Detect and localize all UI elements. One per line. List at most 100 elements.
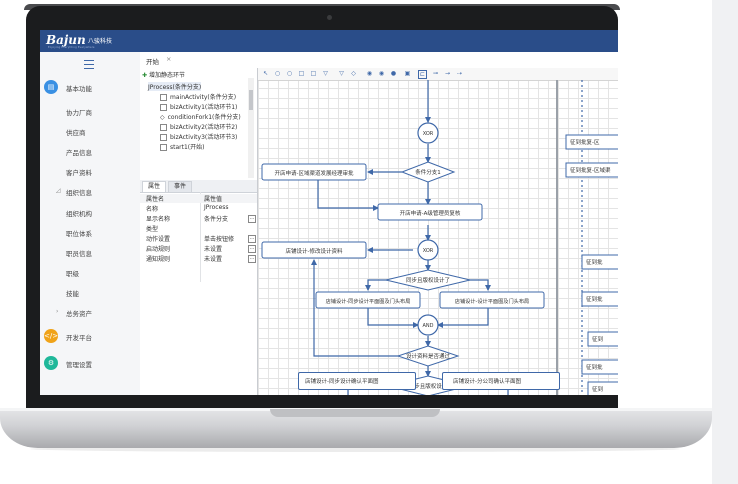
- flow-decision-condition1[interactable]: 条件分支1: [400, 161, 456, 183]
- tree-item[interactable]: bizActivity3(活动环节3): [160, 132, 237, 141]
- link-icon[interactable]: ⊸: [432, 70, 439, 77]
- tree-item[interactable]: bizActivity1(活动环节1): [160, 102, 237, 111]
- and-gateway[interactable]: AND: [417, 314, 439, 336]
- add-icon[interactable]: ✚: [142, 72, 148, 79]
- circle-icon[interactable]: ○: [286, 70, 293, 77]
- properties-header: 属性名 属性值: [140, 194, 257, 203]
- tree-item[interactable]: bizActivity2(活动环节2): [160, 122, 237, 131]
- table-row[interactable]: 启动规则 未设置 …: [140, 244, 257, 253]
- sidebar-item-rank[interactable]: 职级: [40, 265, 140, 281]
- property-value[interactable]: JProcess: [204, 204, 229, 211]
- property-value[interactable]: 条件分支: [204, 216, 229, 223]
- target-icon[interactable]: ◉: [378, 70, 385, 77]
- sidebar-item-organization[interactable]: ◿ 组织信息: [40, 184, 140, 200]
- app-logo-tagline: Enjoying Everything Everywhere: [48, 46, 95, 49]
- tree-item[interactable]: ◇conditionFork1(条件分支): [160, 112, 241, 121]
- xor-gateway[interactable]: XOR: [417, 122, 439, 144]
- flow-node-design-floor[interactable]: 店铺设计-设计平面图及门头布局: [439, 291, 545, 309]
- table-row[interactable]: 类型: [140, 224, 257, 233]
- triangle-down-icon[interactable]: ▽: [339, 70, 344, 77]
- arrow-icon[interactable]: →: [444, 70, 451, 77]
- right-node[interactable]: 征到: [587, 331, 618, 347]
- right-node[interactable]: 征到批复-区: [565, 134, 618, 150]
- scrollbar-thumb[interactable]: [249, 90, 253, 110]
- dot-icon[interactable]: ●: [390, 70, 397, 77]
- sidebar-item-skill[interactable]: 技能: [40, 285, 140, 301]
- flow-node-sync-floor[interactable]: 店铺设计-同步设计平面图及门头布局: [315, 291, 421, 309]
- tree-item-label: bizActivity2(活动环节2): [170, 124, 238, 131]
- right-node[interactable]: 征到批复-区域渠: [565, 162, 618, 178]
- triangle-down-icon[interactable]: ▽: [323, 70, 328, 77]
- sidebar-item-basic[interactable]: ▤ 基本功能: [40, 80, 140, 96]
- app-logo[interactable]: Bajun: [46, 33, 86, 47]
- flow-node-sync-confirm-plan[interactable]: 店铺设计-同步设计确认平面图: [298, 372, 416, 390]
- ellipsis-icon[interactable]: …: [248, 235, 256, 243]
- tree-item[interactable]: mainActivity(条件分支): [160, 92, 236, 101]
- pointer-icon[interactable]: ↖: [262, 70, 269, 77]
- flow-decision-sync-check[interactable]: 同步且版权设计了: [385, 269, 471, 291]
- tab-bar: 开始 ×: [140, 52, 618, 69]
- table-row[interactable]: 动作设置 单击按钮修 …: [140, 234, 257, 243]
- square-icon[interactable]: □: [310, 70, 317, 77]
- right-node[interactable]: 征到批: [581, 359, 618, 375]
- sidebar-item-customer[interactable]: 客户资料: [40, 164, 140, 180]
- square-icon[interactable]: □: [298, 70, 305, 77]
- ellipsis-icon[interactable]: …: [248, 255, 256, 263]
- flow-node-apply-review[interactable]: 开店申请-区域渠道发展经理审批: [261, 163, 367, 181]
- sidebar-item-product[interactable]: 产品信息: [40, 144, 140, 160]
- right-node[interactable]: 征到批: [581, 291, 618, 307]
- tab-events[interactable]: 事件: [168, 181, 193, 193]
- flow-node-label: 设计资料是否通过: [406, 352, 451, 360]
- property-key: 类型: [146, 226, 159, 233]
- xor-gateway[interactable]: XOR: [417, 239, 439, 261]
- flow-node-manager-approve[interactable]: 开店申请-A级管理员复核: [377, 203, 483, 221]
- app-logo-cn: 八骏科技: [88, 38, 113, 45]
- canvas-splitter[interactable]: [556, 80, 558, 395]
- flow-decision-design-review[interactable]: 设计资料是否通过: [396, 345, 460, 367]
- flow-node-submit-design[interactable]: 店铺设计-修改设计资料: [261, 241, 367, 259]
- target-icon[interactable]: ◉: [366, 70, 373, 77]
- tree-item[interactable]: start1(开始): [160, 142, 204, 151]
- gateway-label: AND: [422, 323, 433, 329]
- diamond-icon[interactable]: ◇: [351, 70, 356, 77]
- sidebar-item-position[interactable]: 职位体系: [40, 225, 140, 241]
- sidebar-item-staff[interactable]: 职员信息: [40, 245, 140, 261]
- close-icon[interactable]: ×: [166, 55, 172, 63]
- right-node[interactable]: 征到批: [581, 254, 618, 270]
- table-row[interactable]: 名称 JProcess: [140, 204, 257, 213]
- save-icon[interactable]: ▣: [404, 70, 411, 77]
- property-value[interactable]: 未设置: [204, 246, 223, 253]
- table-row[interactable]: 显示名称 条件分支 …: [140, 214, 257, 223]
- sidebar-item-supplier[interactable]: 供应商: [40, 124, 140, 140]
- sidebar-item-label: 基本功能: [66, 85, 92, 93]
- flow-node-branch-confirm-plan[interactable]: 店铺设计-分公司确认平面图: [442, 372, 560, 390]
- ellipsis-icon[interactable]: …: [248, 245, 256, 253]
- sidebar-item-org-structure[interactable]: 组织机构: [40, 205, 140, 221]
- flow-canvas[interactable]: ↖ ○ ○ □ □ ▽ ▽ ◇ ◉ ◉ ● ▣ ⊏ ⊸ → ⇢: [258, 68, 618, 395]
- laptop-notch: [270, 409, 440, 417]
- property-key: 启动规则: [146, 246, 171, 253]
- property-value[interactable]: 未设置: [204, 256, 223, 263]
- flow-node-label: 开店申请-A级管理员复核: [400, 209, 461, 217]
- hamburger-icon[interactable]: [84, 60, 94, 69]
- sidebar-item-assets[interactable]: › 总务资产: [40, 305, 140, 321]
- settings-icon: ⚙: [44, 356, 58, 370]
- sidebar-item-settings[interactable]: ⚙ 管理设置: [40, 356, 140, 372]
- circle-icon[interactable]: ○: [274, 70, 281, 77]
- tree-scrollbar[interactable]: [248, 78, 254, 178]
- sidebar-item-dev-platform[interactable]: </> 开发平台: [40, 329, 140, 345]
- tab-start[interactable]: 开始: [146, 58, 159, 66]
- connector-icon[interactable]: ⊏: [418, 70, 427, 79]
- flow-node-label: 同步且版权设计: [409, 382, 448, 390]
- tree-item[interactable]: JProcess(条件分支): [148, 82, 202, 91]
- tab-properties[interactable]: 属性: [142, 181, 167, 193]
- flow-node-label: 店铺设计-修改设计资料: [286, 247, 343, 255]
- property-value[interactable]: 单击按钮修: [204, 236, 235, 243]
- arrow-icon[interactable]: ⇢: [456, 70, 463, 77]
- right-node[interactable]: 征到: [587, 381, 618, 395]
- table-row[interactable]: 通知规则 未设置 …: [140, 254, 257, 263]
- property-key: 名称: [146, 206, 159, 213]
- sidebar-item-cooperator[interactable]: 协力厂商: [40, 104, 140, 120]
- flow-node-label: 条件分支1: [415, 168, 441, 176]
- ellipsis-icon[interactable]: …: [248, 215, 256, 223]
